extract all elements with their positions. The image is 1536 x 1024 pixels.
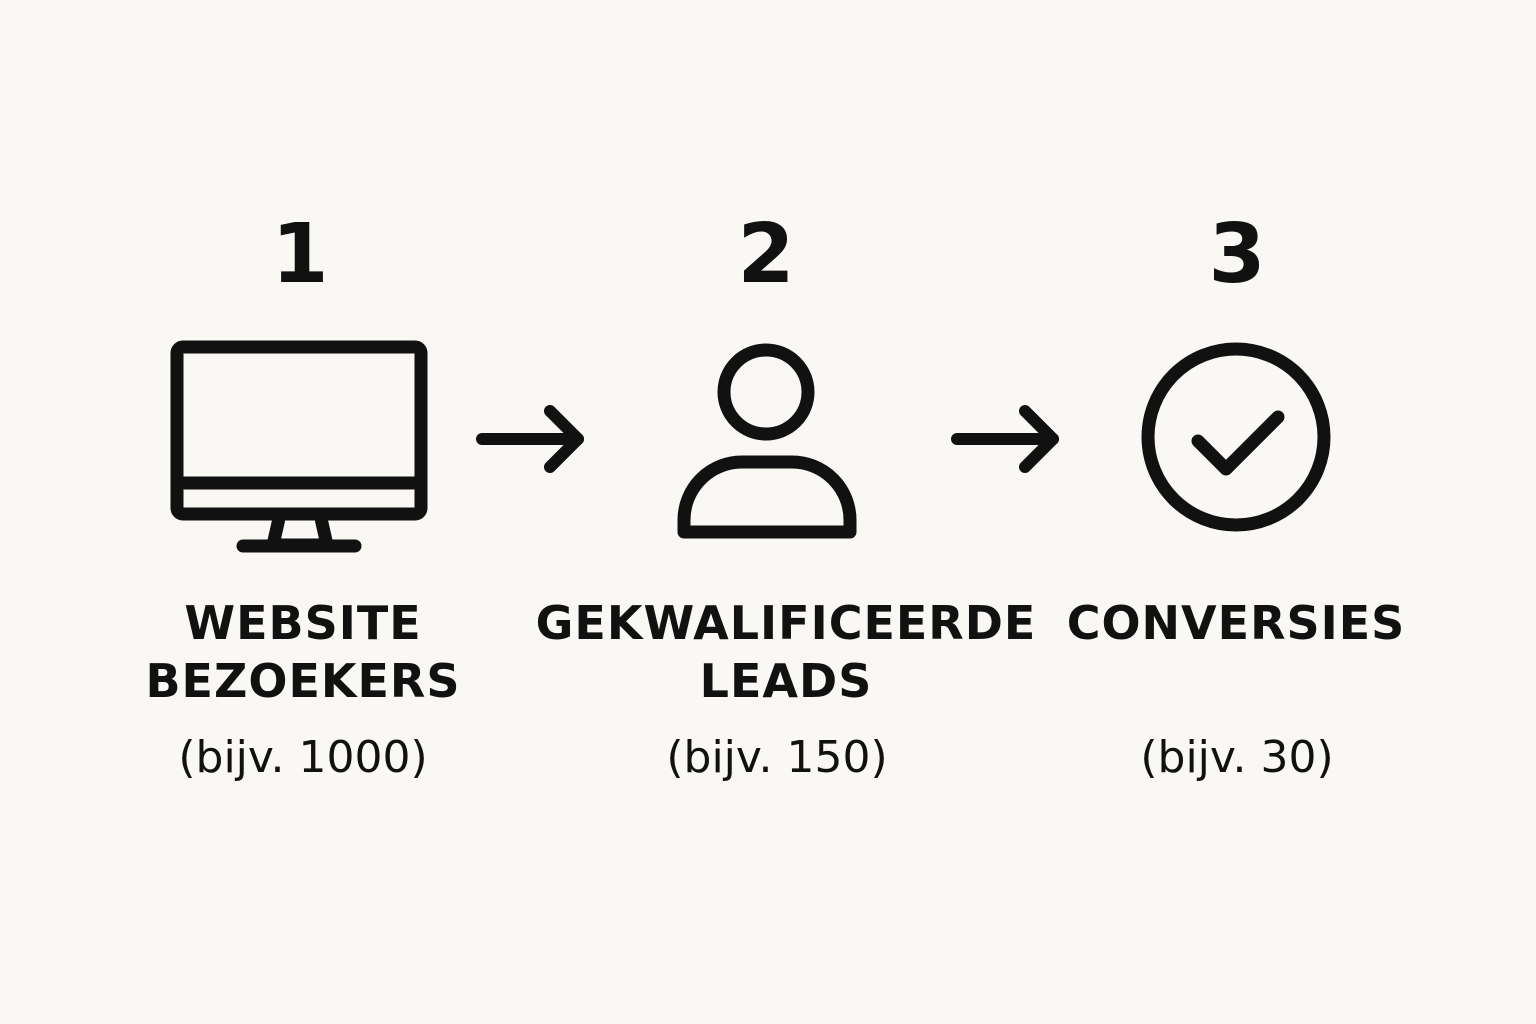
step-2-title-line-1: GEKWALIFICEERDE bbox=[535, 596, 1037, 650]
arrow-right-icon bbox=[951, 405, 1059, 473]
step-1-number: 1 bbox=[271, 207, 329, 302]
step-3-title: CONVERSIES bbox=[976, 594, 1496, 710]
step-3-title-line-2 bbox=[976, 652, 1496, 710]
step-3-number: 3 bbox=[1208, 207, 1266, 302]
step-2-title-line-2: LEADS bbox=[699, 654, 873, 708]
step-3-title-line-1: CONVERSIES bbox=[1066, 596, 1406, 650]
check-circle-icon bbox=[1141, 342, 1331, 532]
person-icon bbox=[677, 343, 857, 539]
step-2-example: (bijv. 150) bbox=[666, 732, 888, 783]
step-1-title-line-1: WEBSITE bbox=[184, 596, 422, 650]
step-2-number: 2 bbox=[737, 207, 795, 302]
step-2-title: GEKWALIFICEERDE LEADS bbox=[526, 594, 1046, 710]
arrow-right-icon bbox=[476, 405, 584, 473]
step-1-title-line-2: BEZOEKERS bbox=[145, 654, 461, 708]
monitor-icon bbox=[170, 340, 428, 553]
step-1-example: (bijv. 1000) bbox=[178, 732, 428, 783]
step-3-example: (bijv. 30) bbox=[1140, 732, 1334, 783]
step-1-title: WEBSITE BEZOEKERS bbox=[43, 594, 563, 710]
